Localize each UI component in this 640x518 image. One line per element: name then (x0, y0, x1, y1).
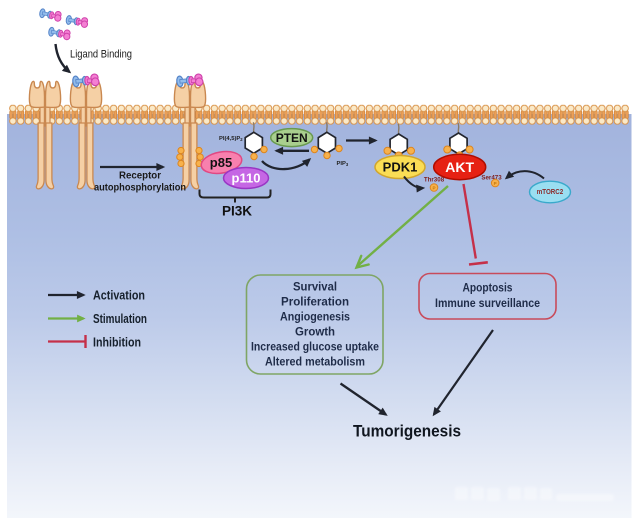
svg-text:PI3K: PI3K (222, 204, 252, 219)
svg-text:Altered metabolism: Altered metabolism (265, 356, 365, 368)
svg-text:Stimulation: Stimulation (93, 312, 147, 326)
svg-text:Increased glucose uptake: Increased glucose uptake (251, 342, 379, 354)
svg-text:Receptor: Receptor (119, 170, 161, 182)
svg-text:Proliferation: Proliferation (281, 297, 349, 309)
svg-text:P: P (432, 185, 435, 190)
svg-text:Apoptosis: Apoptosis (463, 280, 513, 294)
svg-text:Ser473: Ser473 (481, 175, 502, 182)
svg-text:Ligand Binding: Ligand Binding (70, 49, 132, 61)
svg-text:PDK1: PDK1 (383, 160, 418, 175)
svg-text:Angiogenesis: Angiogenesis (280, 312, 350, 324)
svg-text:PTEN: PTEN (276, 131, 308, 145)
svg-text:P: P (494, 181, 497, 186)
svg-text:mTORC2: mTORC2 (537, 189, 564, 196)
svg-text:Tumorigenesis: Tumorigenesis (353, 422, 461, 441)
svg-text:Growth: Growth (295, 327, 335, 339)
svg-text:Immune surveillance: Immune surveillance (435, 296, 540, 310)
svg-text:Thr308: Thr308 (424, 177, 445, 184)
svg-text:Survival: Survival (293, 282, 337, 294)
svg-text:Inhibition: Inhibition (93, 335, 141, 349)
svg-text:AKT: AKT (445, 159, 474, 175)
svg-text:PIP3: PIP3 (337, 161, 349, 167)
svg-text:p110: p110 (232, 171, 261, 186)
svg-text:p85: p85 (210, 155, 232, 170)
svg-text:autophosphorylation: autophosphorylation (94, 182, 186, 194)
svg-text:Activation: Activation (93, 288, 145, 302)
svg-text:PI(4,5)P2: PI(4,5)P2 (219, 136, 243, 142)
